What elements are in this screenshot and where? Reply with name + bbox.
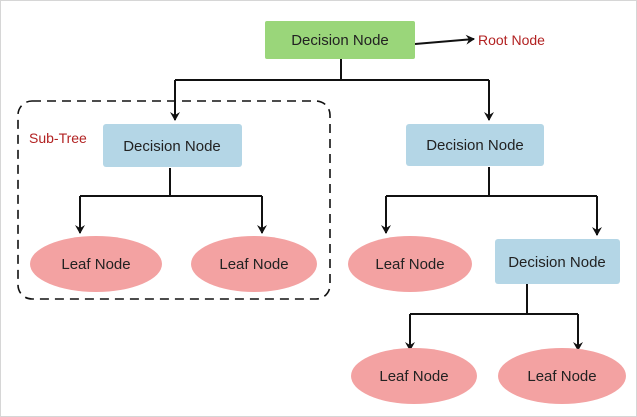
leaf-node-1-shape [30, 236, 162, 292]
root-node-annotation: Root Node [478, 32, 545, 48]
leaf-node: Leaf Node [348, 236, 472, 292]
leaf-node-4-shape [351, 348, 477, 404]
edges [75, 34, 602, 351]
subtree-annotation: Sub-Tree [29, 130, 87, 146]
leaf-node: Leaf Node [30, 236, 162, 292]
right-decision-node-label: Decision Node [426, 137, 524, 154]
leaf-node-5-shape [498, 348, 626, 404]
left-decision-node-box [103, 124, 242, 167]
root-annotation-arrow [414, 34, 475, 45]
leaf-node: Leaf Node [498, 348, 626, 404]
leaf-node: Leaf Node [191, 236, 317, 292]
leaf-node-2-shape [191, 236, 317, 292]
right-decision-node: Decision Node [406, 124, 544, 166]
right-inner-decision-node-label: Decision Node [508, 254, 606, 271]
left-decision-node: Decision Node [103, 124, 242, 167]
left-decision-node-label: Decision Node [123, 138, 221, 155]
leaf-node: Leaf Node [351, 348, 477, 404]
leaf-node-1-label: Leaf Node [61, 256, 130, 273]
root-decision-node: Decision Node [265, 21, 415, 59]
right-inner-decision-node-box [495, 239, 620, 284]
root-node-box [265, 21, 415, 59]
leaf-node-2-label: Leaf Node [219, 256, 288, 273]
leaf-node-3-label: Leaf Node [375, 256, 444, 273]
right-inner-decision-node: Decision Node [495, 239, 620, 284]
leaf-node-4-label: Leaf Node [379, 368, 448, 385]
root-node-label: Decision Node [291, 32, 389, 49]
right-decision-node-box [406, 124, 544, 166]
leaf-node-3-shape [348, 236, 472, 292]
leaf-node-5-label: Leaf Node [527, 368, 596, 385]
